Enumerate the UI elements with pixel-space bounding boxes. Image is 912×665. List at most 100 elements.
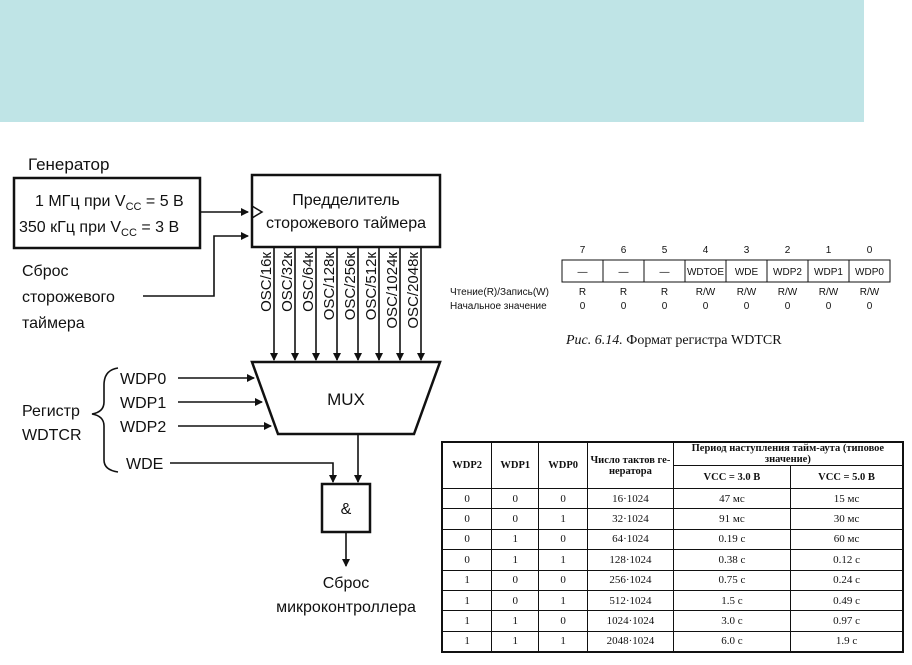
table-cell: 6.0 с: [672, 630, 792, 653]
init-row-label: Начальное значение: [450, 301, 547, 312]
table-cell: 0.75 с: [672, 569, 792, 591]
osc-label: OSC/1024к: [384, 252, 401, 329]
bit-number: 7: [580, 245, 586, 256]
osc-label: OSC/16к: [258, 252, 275, 312]
bit-rw: R/W: [737, 287, 757, 298]
bit-rw: R/W: [778, 287, 798, 298]
mux-input-wdp1: WDP1: [120, 395, 166, 412]
bit-rw: R/W: [819, 287, 839, 298]
register-label-2: WDTCR: [22, 427, 82, 444]
bit-rw: R: [620, 287, 627, 298]
bit-init: 0: [662, 301, 668, 312]
bit-number: 1: [826, 245, 832, 256]
table-cell: 0: [491, 569, 540, 591]
table-cell: 0: [441, 487, 493, 510]
header-vcc5: VCC = 5.0 В: [790, 465, 904, 489]
generator-freq-3v: 350 кГц при VCC = 3 В: [19, 219, 179, 239]
mux-label: MUX: [327, 390, 365, 409]
osc-label: OSC/64к: [300, 252, 317, 312]
bit-rw: R/W: [696, 287, 716, 298]
generator-freq-5v: 1 МГц при VCC = 5 В: [35, 193, 184, 213]
table-cell: 0: [538, 487, 589, 510]
mux-input-wdp2: WDP2: [120, 419, 166, 436]
table-cell: 1: [538, 589, 589, 612]
bit-init: 0: [621, 301, 627, 312]
header-wdp2: WDP2: [441, 441, 493, 489]
bit-cell: [848, 259, 891, 283]
table-cell: 15 мс: [790, 487, 904, 510]
clock-input-marker: [251, 205, 264, 219]
bit-rw: R: [579, 287, 586, 298]
table-cell: 1: [441, 610, 493, 632]
bit-init: 0: [867, 301, 873, 312]
table-cell: 1: [441, 630, 493, 653]
table-cell: 30 мс: [790, 508, 904, 530]
figure-caption: Рис. 6.14. Формат регистра WDTCR: [566, 333, 782, 349]
bit-name: WDP1: [814, 267, 843, 278]
output-label-1: Сброс: [323, 575, 370, 592]
table-cell: 0: [538, 610, 589, 632]
timeout-table: WDP2 WDP1 WDP0 Число тактов ге-нератора …: [441, 441, 904, 654]
table-cell: 0: [441, 528, 493, 551]
table-cell: 1: [538, 549, 589, 571]
bit-name: —: [660, 267, 670, 278]
table-cell: 91 мс: [672, 508, 792, 530]
table-cell: 47 мс: [672, 487, 792, 510]
bit-number: 4: [703, 245, 709, 256]
bit-number: 3: [744, 245, 750, 256]
mux-block: [250, 360, 442, 436]
table-cell: 32·1024: [587, 508, 674, 530]
osc-label: OSC/128к: [321, 252, 338, 321]
table-cell: 512·1024: [587, 589, 674, 612]
table-cell: 0.49 с: [790, 589, 904, 612]
bit-init: 0: [826, 301, 832, 312]
table-cell: 1: [491, 549, 540, 571]
bit-name: —: [619, 267, 629, 278]
header-wdp0: WDP0: [538, 441, 589, 489]
bit-name: WDTOE: [687, 267, 724, 278]
prescaler-title: Предделитель: [292, 192, 399, 209]
table-cell: 0.19 с: [672, 528, 792, 551]
bit-rw: R/W: [860, 287, 880, 298]
wde-label: WDE: [126, 456, 163, 473]
table-cell: 0: [441, 508, 493, 530]
output-label-2: микроконтроллера: [276, 599, 416, 616]
bit-number: 0: [867, 245, 873, 256]
wdtcr-register: Чтение(R)/Запись(W) Начальное значение 7…: [450, 245, 891, 312]
table-cell: 1: [491, 528, 540, 551]
bit-name: WDE: [735, 267, 759, 278]
register-brace: [91, 367, 119, 473]
prescaler-subtitle: сторожевого таймера: [266, 215, 426, 232]
generator-box: [12, 176, 202, 250]
table-cell: 3.0 с: [672, 610, 792, 632]
table-cell: 0.97 с: [790, 610, 904, 632]
osc-label: OSC/256к: [342, 252, 359, 321]
table-cell: 1: [491, 630, 540, 653]
bit-init: 0: [703, 301, 709, 312]
bit-name: —: [578, 267, 588, 278]
table-cell: 1.5 с: [672, 589, 792, 612]
table-cell: 256·1024: [587, 569, 674, 591]
table-cell: 0: [491, 589, 540, 612]
table-cell: 0.38 с: [672, 549, 792, 571]
bit-number: 2: [785, 245, 791, 256]
table-cell: 0.24 с: [790, 569, 904, 591]
bit-init: 0: [744, 301, 750, 312]
header-vcc3: VCC = 3.0 В: [672, 465, 792, 489]
table-cell: 1: [538, 630, 589, 653]
rw-row-label: Чтение(R)/Запись(W): [450, 287, 549, 298]
table-cell: 1024·1024: [587, 610, 674, 632]
header-wdp1: WDP1: [491, 441, 540, 489]
reset-label-1: Сброс: [22, 263, 69, 280]
table-cell: 0: [491, 508, 540, 530]
table-cell: 1: [441, 569, 493, 591]
caption-number: Рис. 6.14.: [566, 333, 623, 348]
wde-arrow: [170, 462, 337, 483]
